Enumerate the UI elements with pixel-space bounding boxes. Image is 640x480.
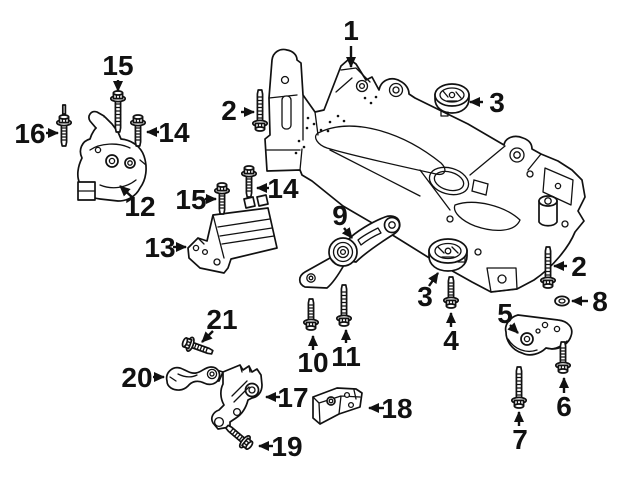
callout-label-13: 13 (144, 232, 175, 263)
part-16-stud (55, 104, 73, 147)
part-8-washer (554, 295, 570, 307)
callout-arrow-3b (428, 272, 439, 287)
callout-label-21: 21 (206, 304, 237, 335)
callout-label-3a: 3 (489, 87, 505, 118)
callout-label-3b: 3 (417, 281, 433, 312)
part-3-bushing-centre (428, 238, 468, 272)
callout-label-17: 17 (277, 382, 308, 413)
callout-label-10: 10 (297, 347, 328, 378)
callout-label-8: 8 (592, 286, 608, 317)
part-11-bolt (335, 284, 353, 327)
callout-label-20: 20 (121, 362, 152, 393)
callout-label-1: 1 (343, 15, 359, 46)
callout-label-7: 7 (512, 424, 528, 455)
callout-label-12: 12 (124, 191, 155, 222)
callout-label-2b: 2 (571, 251, 587, 282)
part-3-bushing-upper (434, 83, 470, 117)
part-5-support-bracket (504, 314, 573, 356)
callout-arrow-21 (201, 330, 214, 343)
part-18-spacer-block (312, 387, 363, 425)
callout-label-5: 5 (497, 298, 513, 329)
part-10-bolt (302, 298, 320, 331)
part-21-bolt (179, 334, 216, 360)
callout-label-15a: 15 (102, 50, 133, 81)
part-1-subframe (264, 48, 586, 293)
callout-arrow-9 (341, 227, 353, 239)
part-19-bolt (221, 420, 257, 454)
callout-label-16: 16 (14, 118, 45, 149)
callout-arrow-12 (119, 185, 134, 199)
callout-label-19: 19 (271, 431, 302, 462)
callout-label-14b: 14 (267, 173, 299, 204)
part-4-bolt (442, 276, 460, 309)
part-15-bolt-lower (213, 182, 231, 215)
callout-label-11: 11 (331, 341, 361, 372)
callout-label-2a: 2 (221, 95, 237, 126)
part-2-bolt-left (251, 89, 269, 132)
callout-label-18: 18 (381, 393, 412, 424)
part-9-torque-arm (298, 215, 401, 289)
part-13-transmission-mount (187, 194, 278, 274)
part-12-engine-mount (76, 110, 147, 202)
part-20-link-arm (165, 366, 221, 391)
part-14-bolt-upper (129, 114, 147, 147)
callout-label-15b: 15 (175, 184, 206, 215)
part-7-bolt (510, 366, 528, 409)
callout-label-14a: 14 (158, 117, 190, 148)
callout-label-6: 6 (556, 391, 572, 422)
part-14-bolt-lower (240, 165, 258, 198)
callout-label-9: 9 (332, 200, 348, 231)
callout-label-4: 4 (443, 325, 459, 356)
callout-arrow-5 (507, 322, 519, 334)
